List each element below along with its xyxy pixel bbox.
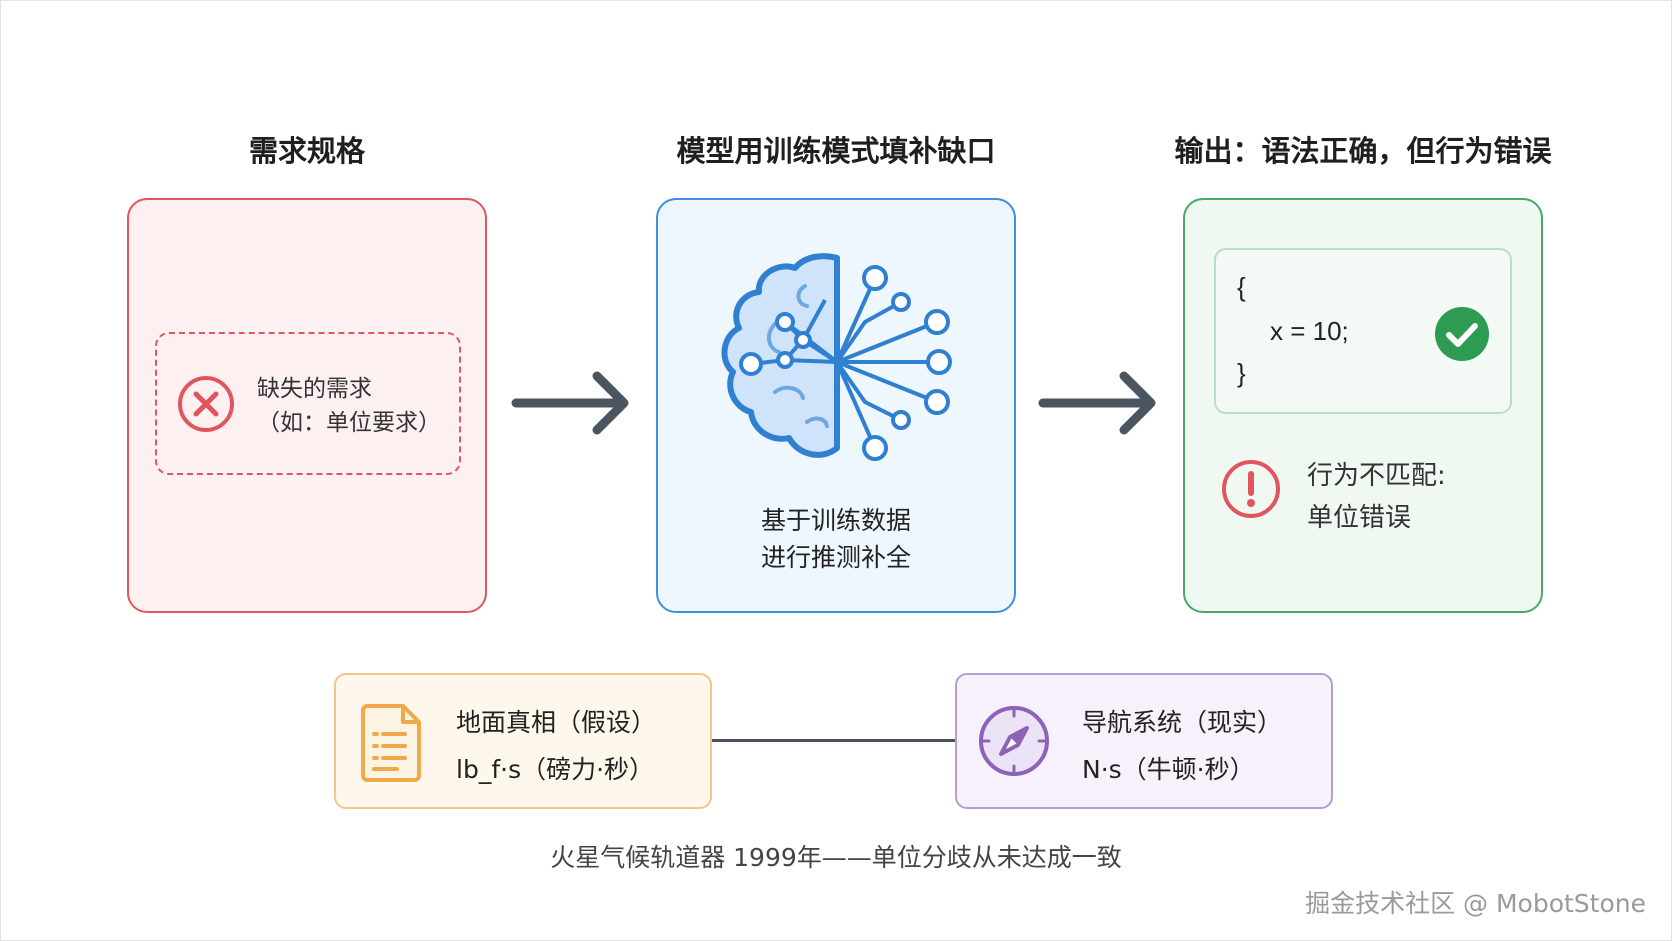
code-close-brace: } bbox=[1237, 358, 1246, 388]
ground-truth-unit: lb_f·s（磅力·秒） bbox=[456, 755, 655, 784]
missing-requirement-dashed-box bbox=[155, 332, 461, 475]
model-column-title: 模型用训练模式填补缺口 bbox=[676, 134, 996, 168]
ground-truth-title: 地面真相（假设） bbox=[456, 708, 657, 737]
navigation-title: 导航系统（现实） bbox=[1082, 708, 1283, 737]
model-caption-line2: 进行推测补全 bbox=[760, 543, 911, 572]
model-caption: 基于训练数据 进行推测补全 bbox=[656, 502, 1016, 576]
behavior-mismatch-line1: 行为不匹配: bbox=[1307, 461, 1446, 491]
watermark: 掘金技术社区 @ MobotStone bbox=[1305, 889, 1646, 918]
model-caption-line1: 基于训练数据 bbox=[760, 506, 911, 535]
check-icon bbox=[1435, 307, 1489, 361]
code-open-brace: { bbox=[1237, 272, 1246, 302]
requirement-box bbox=[127, 198, 487, 613]
unit-connector-line bbox=[712, 739, 955, 742]
missing-requirement-line2: （如：单位要求） bbox=[257, 410, 441, 436]
ai-brain-icon bbox=[721, 253, 952, 461]
missing-requirement-line1: 缺失的需求 bbox=[257, 376, 372, 402]
code-statement: x = 10; bbox=[1270, 316, 1349, 346]
arrow-right-icon bbox=[511, 371, 629, 435]
behavior-mismatch-line2: 单位错误 bbox=[1307, 503, 1412, 533]
error-x-icon bbox=[178, 376, 234, 432]
output-column-title: 输出：语法正确，但行为错误 bbox=[1174, 134, 1552, 168]
navigation-unit: N·s（牛顿·秒） bbox=[1082, 755, 1255, 784]
compass-icon bbox=[979, 706, 1049, 776]
behavior-mismatch-text: 行为不匹配: 单位错误 bbox=[1307, 455, 1446, 539]
arrow-right-icon bbox=[1038, 371, 1156, 435]
warning-exclamation-icon bbox=[1222, 460, 1280, 518]
missing-requirement-text: 缺失的需求 （如：单位要求） bbox=[257, 372, 441, 440]
diagram-caption: 火星气候轨道器 1999年——单位分歧从未达成一致 bbox=[550, 843, 1122, 872]
document-icon bbox=[361, 704, 421, 782]
requirement-column-title: 需求规格 bbox=[248, 134, 365, 168]
